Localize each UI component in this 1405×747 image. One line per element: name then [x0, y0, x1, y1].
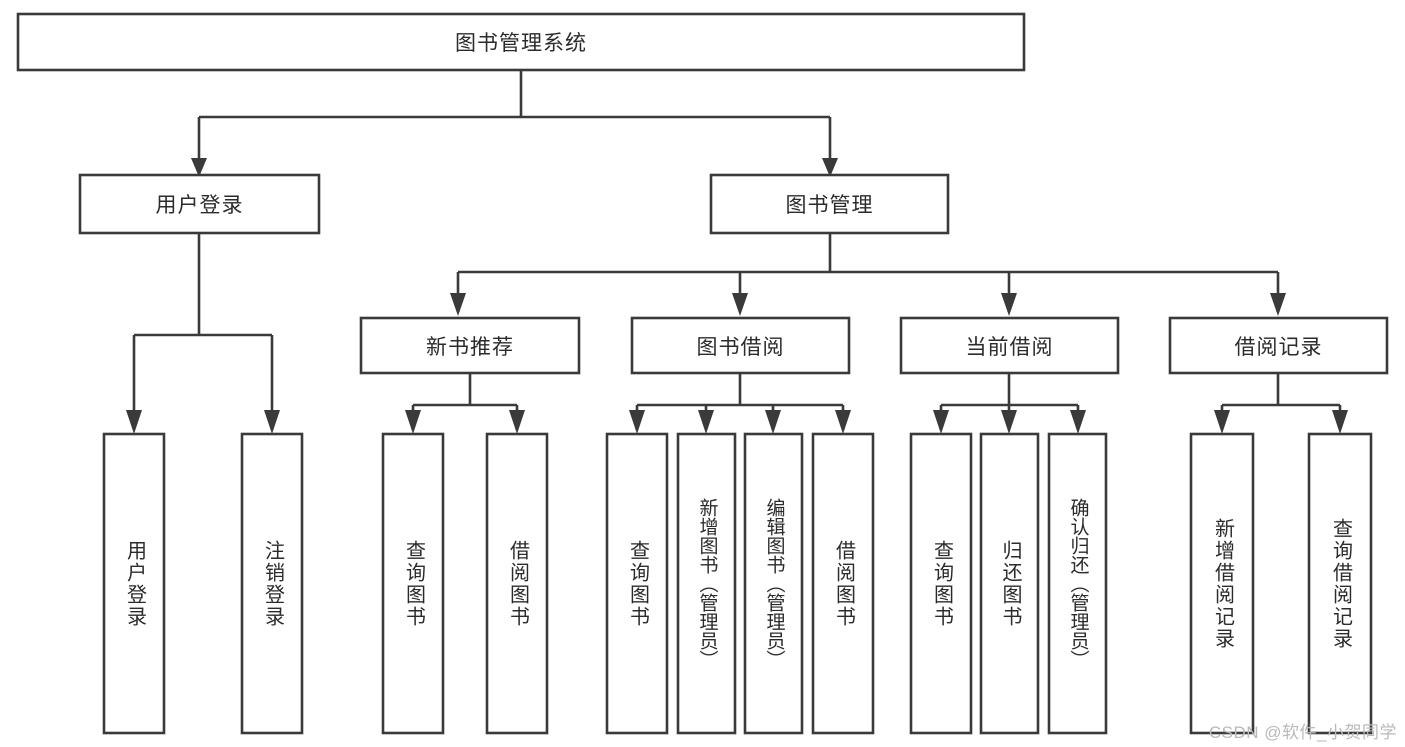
connectors-newbook-to-leaves	[405, 373, 525, 434]
leaf-user-login-login[interactable]	[102, 432, 166, 735]
node-borrow-record[interactable]	[1168, 316, 1389, 375]
leaf-borrowrecord-add[interactable]	[1189, 432, 1255, 735]
node-user-login[interactable]	[78, 173, 321, 235]
leaf-bookborrow-add[interactable]	[676, 432, 737, 735]
node-book-borrow[interactable]	[630, 316, 851, 375]
leaf-user-login-logout[interactable]	[240, 432, 304, 735]
connectors-bookborrow-to-leaves	[629, 373, 851, 434]
leaf-bookborrow-query[interactable]	[605, 432, 669, 735]
leaf-newbook-query[interactable]	[381, 432, 445, 735]
node-current-borrow[interactable]	[899, 316, 1120, 375]
leaf-currentborrow-query[interactable]	[909, 432, 973, 735]
connectors-userlogin-to-leaves	[126, 233, 280, 434]
leaf-currentborrow-confirm[interactable]	[1047, 432, 1108, 735]
leaf-borrowrecord-query[interactable]	[1307, 432, 1373, 735]
node-root[interactable]	[16, 12, 1026, 72]
leaf-bookborrow-borrow[interactable]	[811, 432, 875, 735]
watermark: CSDN @软件_小贺同学	[1208, 723, 1397, 742]
leaf-newbook-borrow[interactable]	[485, 432, 549, 735]
connectors-root-to-level2	[191, 70, 838, 177]
leaf-bookborrow-edit[interactable]	[743, 432, 804, 735]
connectors-bookmgmt-to-level3	[450, 233, 1286, 316]
connectors-currentborrow-to-leaves	[933, 373, 1086, 434]
leaf-currentborrow-return[interactable]	[979, 432, 1040, 735]
connectors-borrowrecord-to-leaves	[1214, 373, 1348, 434]
node-new-book-recommend[interactable]	[359, 316, 581, 375]
node-book-management[interactable]	[709, 173, 950, 235]
